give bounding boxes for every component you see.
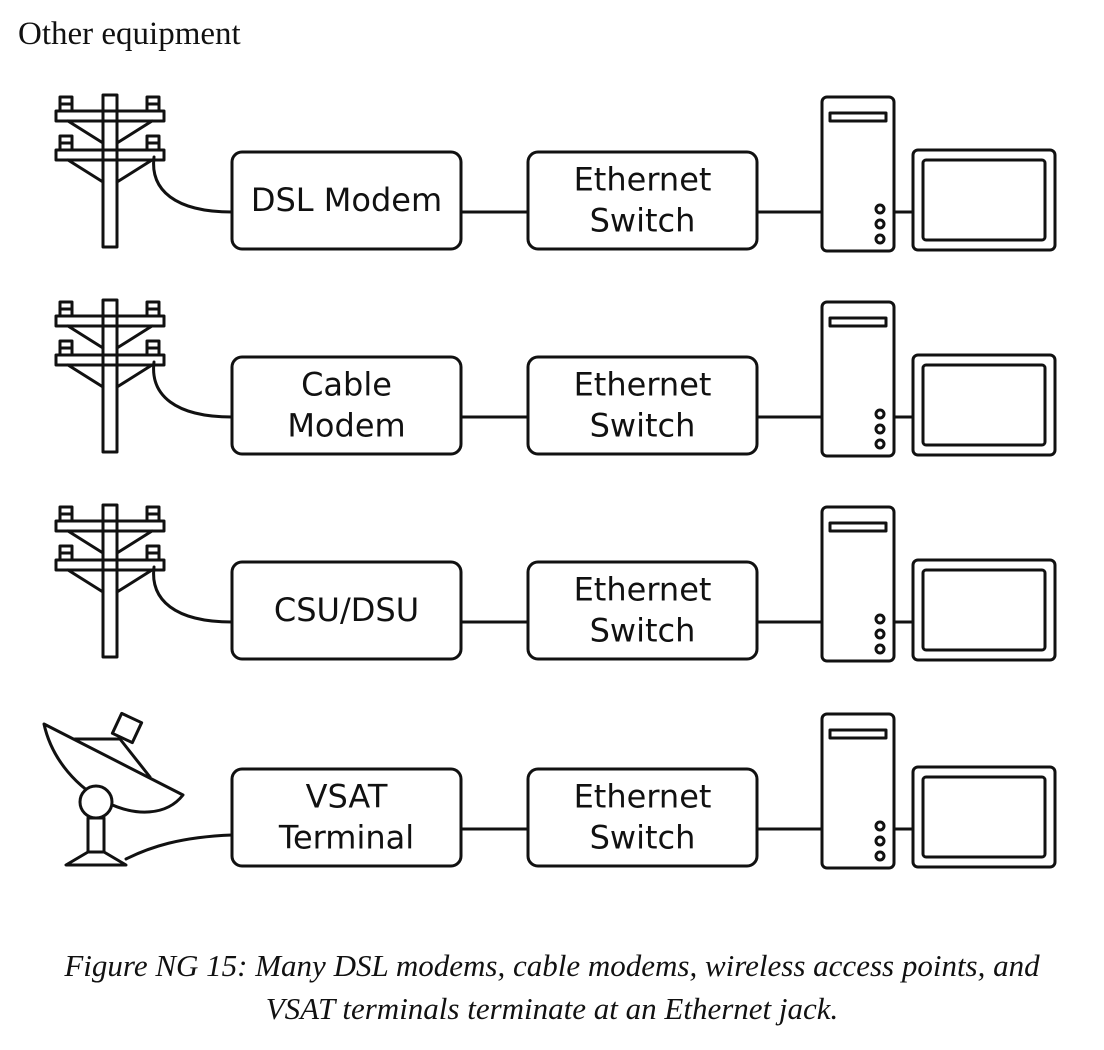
- computer-icon: [820, 505, 1057, 663]
- ethernet-switch-box-label-line-2: Switch: [590, 407, 696, 445]
- figure-caption: Figure NG 15: Many DSL modems, cable mod…: [0, 944, 1104, 1030]
- ethernet-switch-box-label-line-1: Ethernet: [574, 366, 712, 404]
- tower-icon: [820, 505, 896, 663]
- caption-line-1: Figure NG 15: Many DSL modems, cable mod…: [64, 948, 1040, 983]
- device-box-label-line-2: Terminal: [278, 819, 414, 857]
- tower-icon: [820, 712, 896, 870]
- caption-line-2: VSAT terminals terminate at an Ethernet …: [265, 991, 839, 1026]
- device-box-label-line-1: Cable: [301, 366, 392, 404]
- monitor-icon: [911, 148, 1057, 252]
- utility-pole-icon: [54, 93, 234, 249]
- section-heading: Other equipment: [18, 16, 241, 52]
- computer-icon: [820, 300, 1057, 458]
- ethernet-switch-box-label-line-2: Switch: [590, 819, 696, 857]
- ethernet-switch-box-label-line-2: Switch: [590, 202, 696, 240]
- monitor-icon: [911, 765, 1057, 869]
- device-box-label-line-2: Modem: [287, 407, 405, 445]
- satellite-dish-icon: [42, 711, 234, 867]
- tower-icon: [820, 95, 896, 253]
- monitor-icon: [911, 558, 1057, 662]
- utility-pole-icon: [54, 503, 234, 659]
- device-box: DSL Modem: [230, 150, 463, 251]
- computer-icon: [820, 95, 1057, 253]
- ethernet-switch-box-label-line-2: Switch: [590, 612, 696, 650]
- device-box-label-line-1: VSAT: [306, 778, 388, 816]
- utility-pole-icon: [54, 298, 234, 454]
- ethernet-switch-box-label-line-1: Ethernet: [574, 778, 712, 816]
- computer-icon: [820, 712, 1057, 870]
- monitor-icon: [911, 353, 1057, 457]
- ethernet-switch-box-label-line-1: Ethernet: [574, 571, 712, 609]
- device-box-label-line-1: CSU/DSU: [274, 591, 419, 629]
- device-box: CSU/DSU: [230, 560, 463, 661]
- tower-icon: [820, 300, 896, 458]
- network-equipment-diagram: DSL ModemEthernetSwitchCableModemEtherne…: [42, 93, 1057, 870]
- ethernet-switch-box-label-line-1: Ethernet: [574, 161, 712, 199]
- device-box-label-line-1: DSL Modem: [251, 181, 442, 219]
